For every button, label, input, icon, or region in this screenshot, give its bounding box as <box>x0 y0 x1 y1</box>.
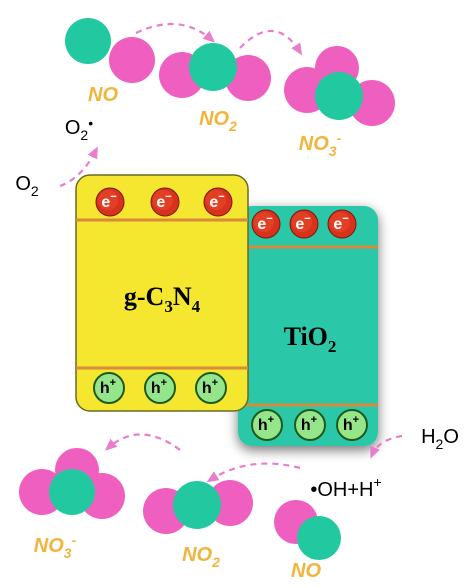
molecule-no-bottom <box>274 500 341 560</box>
molecule-no2-bottom <box>143 480 253 534</box>
svg-text:e−: e− <box>156 191 171 211</box>
svg-text:e−: e− <box>295 213 310 233</box>
arrow-no2-to-no3-bottom <box>105 433 181 451</box>
arrow-o2-to-superoxide <box>59 146 98 188</box>
svg-text:h+: h+ <box>258 414 274 434</box>
svg-text:h+: h+ <box>301 414 317 434</box>
molecule-no3-bottom <box>19 448 125 519</box>
hole-icon: h+ <box>251 409 283 441</box>
hole-icon: h+ <box>336 409 368 441</box>
label-h2o: H2O <box>421 426 459 452</box>
molecule-no2-top <box>159 43 271 101</box>
gcn-label: g-C3N4 <box>124 282 201 316</box>
gcn-block <box>75 174 249 412</box>
svg-text:e−: e− <box>209 191 224 211</box>
molecule-no-top <box>65 18 155 83</box>
label-no3-top: NO3- <box>299 130 342 159</box>
svg-text:e−: e− <box>257 213 272 233</box>
label-no3-bottom: NO3- <box>34 532 77 561</box>
reaction-arrows <box>59 22 403 483</box>
hole-icon: h+ <box>144 372 176 404</box>
svg-text:h+: h+ <box>151 377 167 397</box>
electron-group: e− e− e− e− e− e− <box>95 187 357 239</box>
svg-text:h+: h+ <box>100 377 116 397</box>
arrow-no-to-no2-top <box>135 22 215 43</box>
electron-icon: e− <box>203 187 233 217</box>
electron-icon: e− <box>251 209 281 239</box>
svg-text:h+: h+ <box>343 414 359 434</box>
svg-text:e−: e− <box>333 213 348 233</box>
electron-icon: e− <box>327 209 357 239</box>
tio2-block <box>238 206 378 446</box>
hole-icon: h+ <box>195 372 227 404</box>
label-hydroxyl: •OH+H+ <box>310 474 381 501</box>
hole-group: h+ h+ h+ h+ h+ h+ <box>93 372 368 441</box>
hole-icon: h+ <box>93 372 125 404</box>
label-o2: O2 <box>15 173 39 199</box>
label-no-bottom: NO <box>291 560 321 582</box>
electron-icon: e− <box>95 187 125 217</box>
arrow-no-to-no2-bottom <box>206 462 301 483</box>
electron-icon: e− <box>150 187 180 217</box>
label-no2-bottom: NO2 <box>182 544 220 570</box>
svg-text:h+: h+ <box>202 377 218 397</box>
tio2-semiconductor: TiO2 <box>238 206 378 446</box>
arrow-no2-to-no3-top <box>239 29 303 56</box>
gcn-semiconductor: g-C3N4 <box>75 174 249 412</box>
molecule-no3-top <box>284 46 395 126</box>
label-superoxide: O2• <box>65 115 93 143</box>
label-no2-top: NO2 <box>199 108 237 134</box>
svg-text:e−: e− <box>101 191 116 211</box>
tio2-label: TiO2 <box>284 322 337 356</box>
hole-icon: h+ <box>294 409 326 441</box>
arrow-h2o-to-hydroxyl <box>370 434 403 459</box>
label-no-top: NO <box>88 84 118 106</box>
electron-icon: e− <box>289 209 319 239</box>
